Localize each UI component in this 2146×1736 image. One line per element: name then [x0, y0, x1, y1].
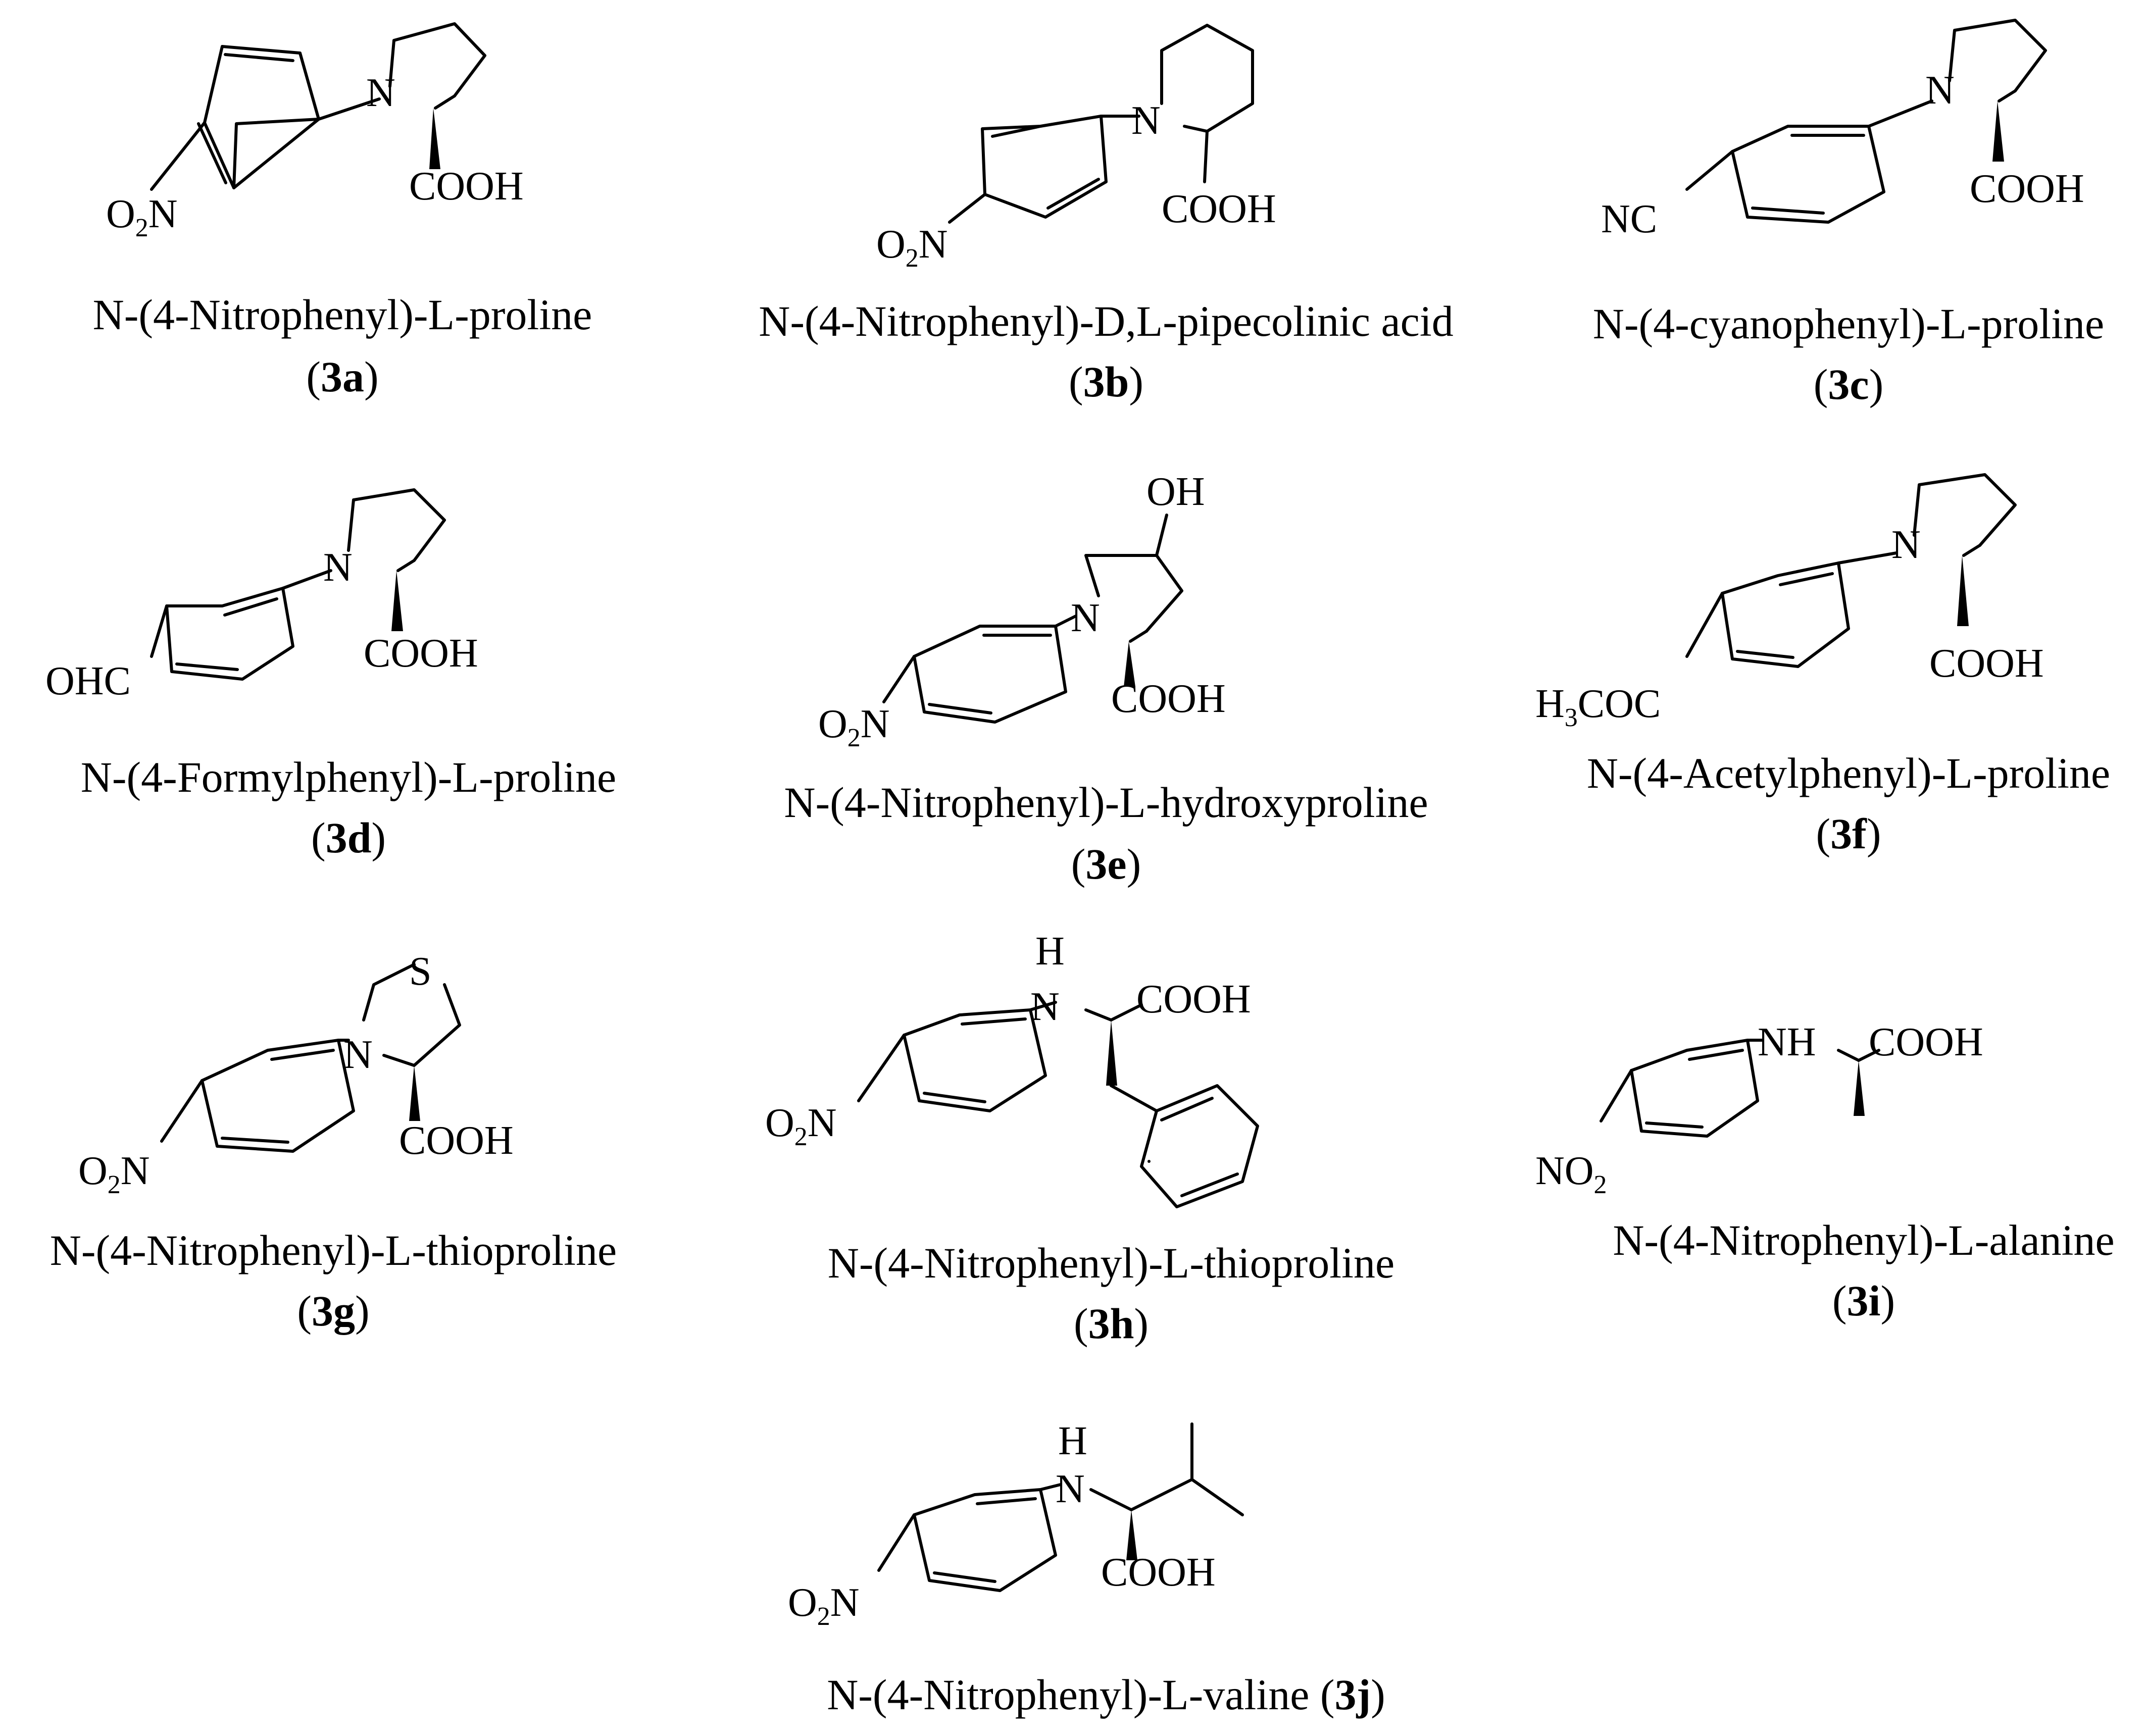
3g-substituent-label: O2N: [78, 1149, 150, 1199]
3f-n-label: N: [1891, 523, 1921, 567]
3b-n-label: N: [1131, 98, 1161, 143]
3d-id: 3d: [326, 813, 372, 862]
3c-id: 3c: [1828, 360, 1869, 409]
caption-id-3b: (3b): [1069, 358, 1143, 406]
3e-id: 3e: [1085, 840, 1126, 888]
3b-id: 3b: [1083, 358, 1129, 406]
3d-n-label: N: [323, 545, 353, 590]
structure-3b: N COOH O2N: [876, 24, 1276, 273]
structure-3i: NH COOH NO2: [1535, 1020, 1983, 1199]
3i-nh-label: NH: [1758, 1020, 1816, 1064]
structure-3j: H N COOH O2N: [788, 1419, 1244, 1631]
structure-3h: H N COOH O2N: [765, 929, 1259, 1208]
caption-id-3f: (3f): [1816, 809, 1881, 858]
structure-3d: N COOH OHC: [45, 488, 478, 703]
3g-n-label: N: [343, 1033, 373, 1077]
3f-acid-label: COOH: [1929, 641, 2044, 686]
3f-substituent-label: H3COC: [1535, 682, 1661, 732]
3g-s-label: S: [409, 949, 432, 994]
structure-3c: N COOH NC: [1601, 19, 2084, 241]
caption-name-3e: N-(4-Nitrophenyl)-L-hydroxyproline: [784, 778, 1428, 827]
3j-acid-label: COOH: [1101, 1550, 1216, 1595]
caption-name-3a: N-(4-Nitrophenyl)-L-proline: [93, 290, 592, 339]
3g-id: 3g: [312, 1287, 355, 1335]
3e-oh-label: OH: [1146, 470, 1205, 514]
3h-id: 3h: [1088, 1299, 1134, 1348]
caption-3j: N-(4-Nitrophenyl)-L-valine (3j): [827, 1670, 1385, 1719]
3j-id: 3j: [1335, 1670, 1371, 1719]
caption-id-3i: (3i): [1832, 1277, 1895, 1325]
3c-acid-label: COOH: [1970, 167, 2084, 211]
3j-substituent-label: O2N: [788, 1580, 860, 1631]
3b-substituent-label: O2N: [876, 222, 948, 273]
3d-substituent-label: OHC: [45, 659, 131, 703]
caption-name-3g: N-(4-Nitrophenyl)-L-thioproline: [50, 1226, 617, 1274]
3a-acid-label: COOH: [409, 164, 524, 209]
3e-acid-label: COOH: [1111, 677, 1226, 721]
structure-3f: N COOH H3COC: [1535, 473, 2044, 732]
3d-acid-label: COOH: [364, 631, 478, 676]
caption-name-3f: N-(4-Acetylphenyl)-L-proline: [1587, 749, 2110, 797]
caption-name-3c: N-(4-cyanophenyl)-L-proline: [1593, 299, 2104, 348]
3i-substituent-label: NO2: [1535, 1149, 1607, 1199]
3h-h-label: H: [1035, 929, 1065, 974]
3a-id: 3a: [321, 352, 364, 401]
caption-id-3a: (3a): [306, 352, 378, 401]
3h-n-label: N: [1030, 985, 1060, 1029]
3a-n-label: N: [366, 71, 395, 115]
caption-name-3b: N-(4-Nitrophenyl)-D,L-pipecolinic acid: [759, 297, 1454, 345]
3b-acid-label: COOH: [1162, 187, 1276, 231]
caption-id-3g: (3g): [297, 1287, 369, 1335]
caption-id-3c: (3c): [1814, 360, 1883, 409]
3j-h-label: H: [1058, 1419, 1087, 1463]
3e-substituent-label: O2N: [818, 702, 890, 752]
structure-3g: N S COOH O2N: [78, 949, 514, 1199]
caption-id-3e: (3e): [1071, 840, 1141, 888]
3c-substituent-label: NC: [1601, 197, 1657, 241]
3j-n-label: N: [1056, 1467, 1085, 1511]
structure-3a: N COOH O2N: [106, 22, 524, 242]
caption-name-3i: N-(4-Nitrophenyl)-L-alanine: [1613, 1216, 2114, 1264]
3c-n-label: N: [1925, 68, 1955, 113]
3e-n-label: N: [1071, 596, 1100, 640]
caption-id-3d: (3d): [311, 813, 386, 862]
3h-acid-label: COOH: [1136, 977, 1251, 1022]
3i-id: 3i: [1847, 1277, 1881, 1325]
caption-name-3d: N-(4-Formylphenyl)-L-proline: [81, 753, 616, 801]
caption-name-3h: N-(4-Nitrophenyl)-L-thioproline: [828, 1239, 1394, 1287]
3g-acid-label: COOH: [399, 1118, 514, 1163]
3f-id: 3f: [1830, 809, 1867, 858]
3a-substituent-label: O2N: [106, 192, 178, 242]
structure-3e: N OH COOH O2N: [818, 470, 1226, 752]
3h-substituent-label: O2N: [765, 1101, 837, 1151]
caption-id-3h: (3h): [1074, 1299, 1149, 1348]
caption-name-3j: N-(4-Nitrophenyl)-L-valine: [827, 1670, 1309, 1719]
3i-acid-label: COOH: [1869, 1020, 1983, 1064]
